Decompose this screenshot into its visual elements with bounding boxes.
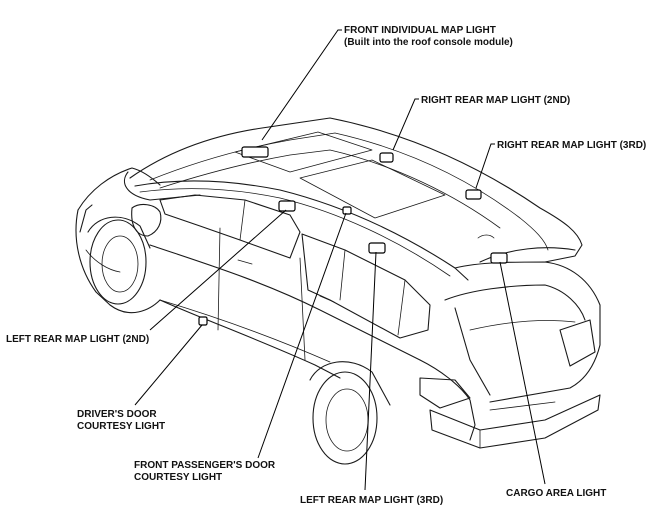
vehicle-outline (75, 117, 601, 465)
leader-cargo-area-light (499, 261, 546, 485)
label-right-rear-map-light-2nd: RIGHT REAR MAP LIGHT (2ND) (421, 95, 570, 106)
leader-left-rear-map-light-3rd (364, 251, 377, 491)
label-front-passengers-door-courtesy-light-line2: COURTESY LIGHT (134, 472, 222, 483)
label-cargo-area-light: CARGO AREA LIGHT (506, 488, 606, 499)
leader-right-rear-map-light-3rd (475, 143, 495, 189)
drivers-door-courtesy-light-fixture (198, 316, 208, 326)
label-front-individual-map-light: FRONT INDIVIDUAL MAP LIGHT (344, 25, 496, 36)
leader-front-passengers-door-courtesy-light (257, 212, 347, 459)
label-drivers-door-courtesy-light-line2: COURTESY LIGHT (77, 421, 165, 432)
label-left-rear-map-light-3rd: LEFT REAR MAP LIGHT (3RD) (300, 495, 443, 506)
label-front-passengers-door-courtesy-light-line1: FRONT PASSENGER'S DOOR (134, 460, 276, 471)
left-rear-map-light-2nd-fixture (278, 200, 296, 212)
leader-left-rear-map-light-2nd (149, 209, 287, 331)
front-passengers-door-courtesy-light-fixture (342, 206, 352, 215)
right-rear-map-light-3rd-fixture (465, 189, 482, 200)
front-individual-map-light-fixture (241, 146, 269, 158)
leader-front-individual-map-light (261, 29, 342, 141)
label-left-rear-map-light-2nd: LEFT REAR MAP LIGHT (2ND) (6, 334, 149, 345)
left-rear-map-light-3rd-fixture (368, 242, 386, 254)
leader-drivers-door-courtesy-light (134, 324, 203, 406)
label-right-rear-map-light-3rd: RIGHT REAR MAP LIGHT (3RD) (497, 140, 646, 151)
leader-lines (134, 29, 546, 491)
callout-labels: FRONT INDIVIDUAL MAP LIGHT (Built into t… (6, 25, 646, 506)
right-rear-map-light-2nd-fixture (379, 152, 394, 163)
label-front-individual-map-light-note: (Built into the roof console module) (344, 37, 513, 48)
cargo-area-light-fixture (490, 252, 508, 264)
label-drivers-door-courtesy-light-line1: DRIVER'S DOOR (77, 409, 157, 420)
light-fixtures (198, 146, 508, 326)
leader-right-rear-map-light-2nd (392, 98, 419, 151)
